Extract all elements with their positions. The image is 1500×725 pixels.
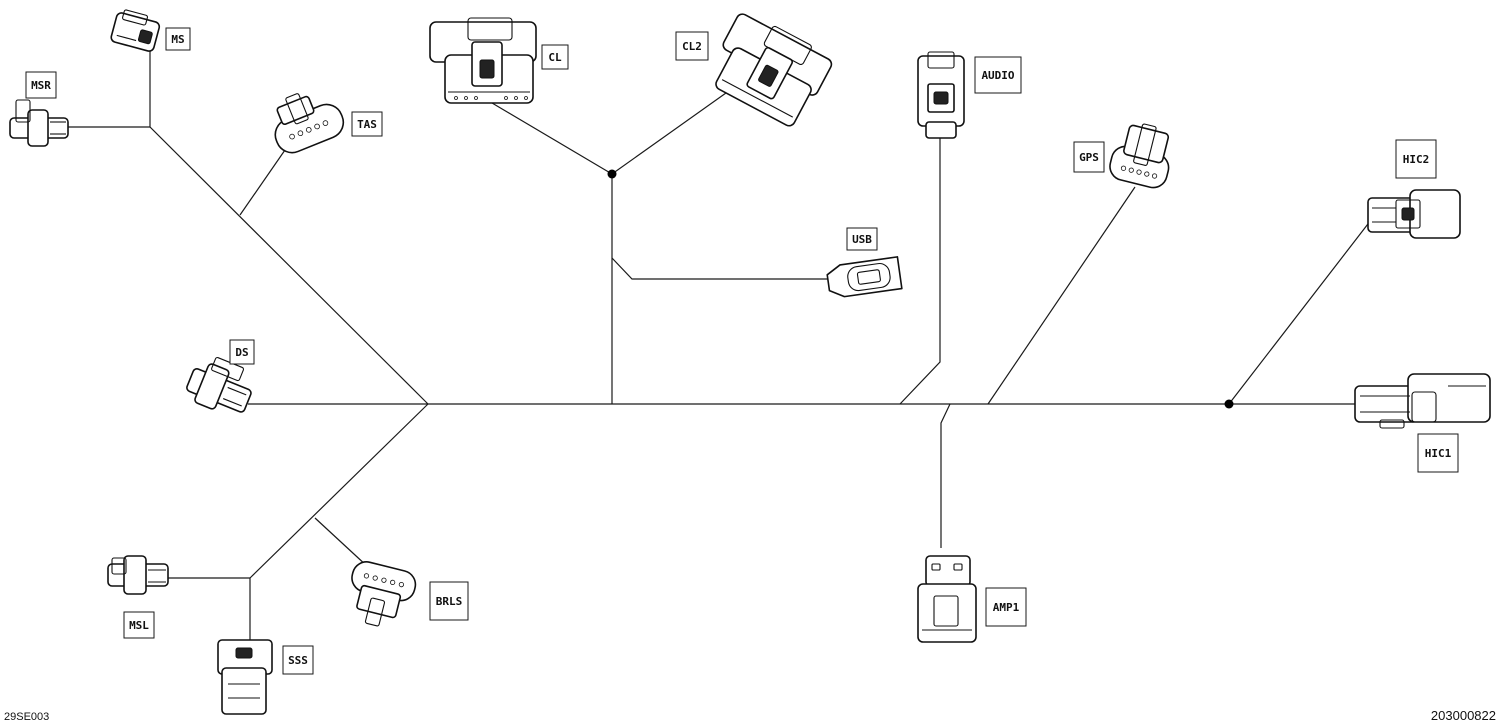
wire-cl [486,99,613,175]
wire-amp1 [940,403,951,548]
wire-brls [314,517,369,568]
label-hic2-text: HIC2 [1403,153,1430,166]
label-cl: CL [541,44,569,70]
wire-audio [899,138,941,405]
label-ms-text: MS [171,33,184,46]
label-tas-text: TAS [357,118,377,131]
wire-gps [987,186,1136,405]
wire-upper-left-diagonal [149,126,429,405]
label-hic1: HIC1 [1417,433,1459,473]
label-msl-text: MSL [129,619,149,632]
label-brls: BRLS [429,581,469,621]
label-msl: MSL [123,611,155,639]
connector-tas-icon [274,93,345,154]
connector-cl2-icon [715,13,833,127]
label-amp1-text: AMP1 [993,601,1020,614]
connector-cl-icon [429,17,537,104]
label-usb: USB [846,227,878,251]
harness-wires [68,48,1372,642]
label-sss: SSS [282,645,314,675]
wire-lower-left-diagonal [249,403,429,579]
label-brls-text: BRLS [436,595,463,608]
connector-gps-icon [1109,123,1170,189]
diagram-code-left: 29SE003 [4,711,50,723]
label-sss-text: SSS [288,654,308,667]
connector-brls-icon [351,561,417,627]
label-hic2: HIC2 [1395,139,1437,179]
connector-ms-icon [110,9,161,52]
label-usb-text: USB [852,233,872,246]
label-audio: AUDIO [974,56,1022,94]
label-tas: TAS [351,111,383,137]
label-cl2-text: CL2 [682,40,702,53]
connector-sss-icon [217,639,273,715]
label-hic1-text: HIC1 [1425,447,1452,460]
connector-hic2-icon [1367,189,1461,239]
connector-amp1-icon [917,555,977,643]
junction-dot-hic [1224,399,1234,409]
label-cl-text: CL [548,51,562,64]
junction-dot-cl [607,169,617,179]
label-ds: DS [229,339,255,365]
label-gps-text: GPS [1079,151,1099,164]
wire-tas [239,149,286,216]
label-ds-text: DS [235,346,248,359]
label-audio-text: AUDIO [981,69,1014,82]
label-msr: MSR [25,71,57,99]
wire-cl2 [611,87,734,175]
connector-audio-icon [917,51,965,139]
label-gps: GPS [1073,141,1105,173]
connector-usb-icon [826,256,903,298]
label-msr-text: MSR [31,79,51,92]
connector-msl-icon [107,555,169,595]
label-amp1: AMP1 [985,587,1027,627]
connector-msr-icon [9,99,69,147]
label-cl2: CL2 [675,31,709,61]
connector-hic1-icon [1354,373,1491,429]
wire-usb [611,257,828,280]
connector-ds-icon [186,356,252,413]
diagram-code-right: 203000822 [1430,708,1496,723]
label-ms: MS [165,27,191,51]
wire-hic2 [1228,219,1372,405]
